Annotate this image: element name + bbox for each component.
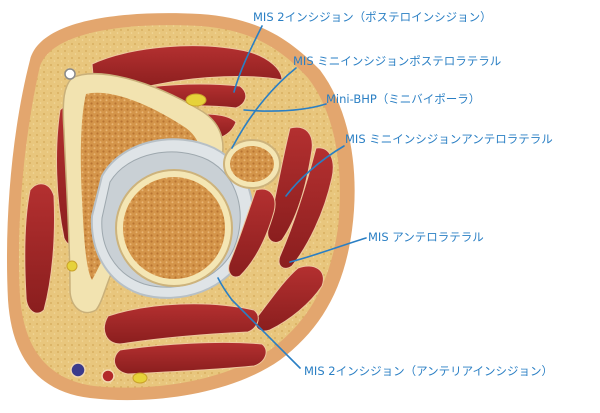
label-mis-mini-incision-posterolateral: MIS ミニインシジョンポステロラテラル [293,54,502,68]
greater-trochanter-marrow [230,146,274,182]
posterior-vessel [64,68,76,80]
leader-line-anterolateral [289,237,367,263]
vastus-lateralis [255,265,324,332]
obturator-externus [24,183,56,314]
tensor-fasciae-latae [267,126,313,243]
label-mis-anterolateral: MIS アンテロラテラル [368,230,484,244]
pectineus [113,341,267,375]
leader-line-anterior-2-incision-b [217,277,233,301]
rectus-femoris [228,188,276,278]
iliopsoas [104,303,259,345]
femoral-nerve [132,372,148,384]
sartorius [278,147,334,269]
femoral-vein [70,362,86,378]
femoral-head-marrow [123,177,225,279]
leader-lines [217,25,367,369]
label-mini-bhp: Mini-BHP（ミニバイポーラ） [326,92,481,106]
sciatic-nerve [185,93,207,107]
leader-line-mini-bhp [243,103,327,112]
label-mis-2-incision-posterior: MIS 2インシジョン（ポステロインシジョン） [253,10,492,24]
gluteal-vessel [66,260,78,272]
leader-line-posterior-2-incision [233,25,263,93]
label-mis-2-incision-anterior: MIS 2インシジョン（アンテリアインシジョン） [304,364,554,378]
femoral-artery [101,369,115,383]
leader-line-anterior-2-incision [231,299,301,369]
leader-line-mini-anterolateral [285,145,345,197]
label-mis-mini-incision-anterolateral: MIS ミニインシジョンアンテロラテラル [345,132,553,146]
leader-line-mini-posterolateral [231,67,297,149]
